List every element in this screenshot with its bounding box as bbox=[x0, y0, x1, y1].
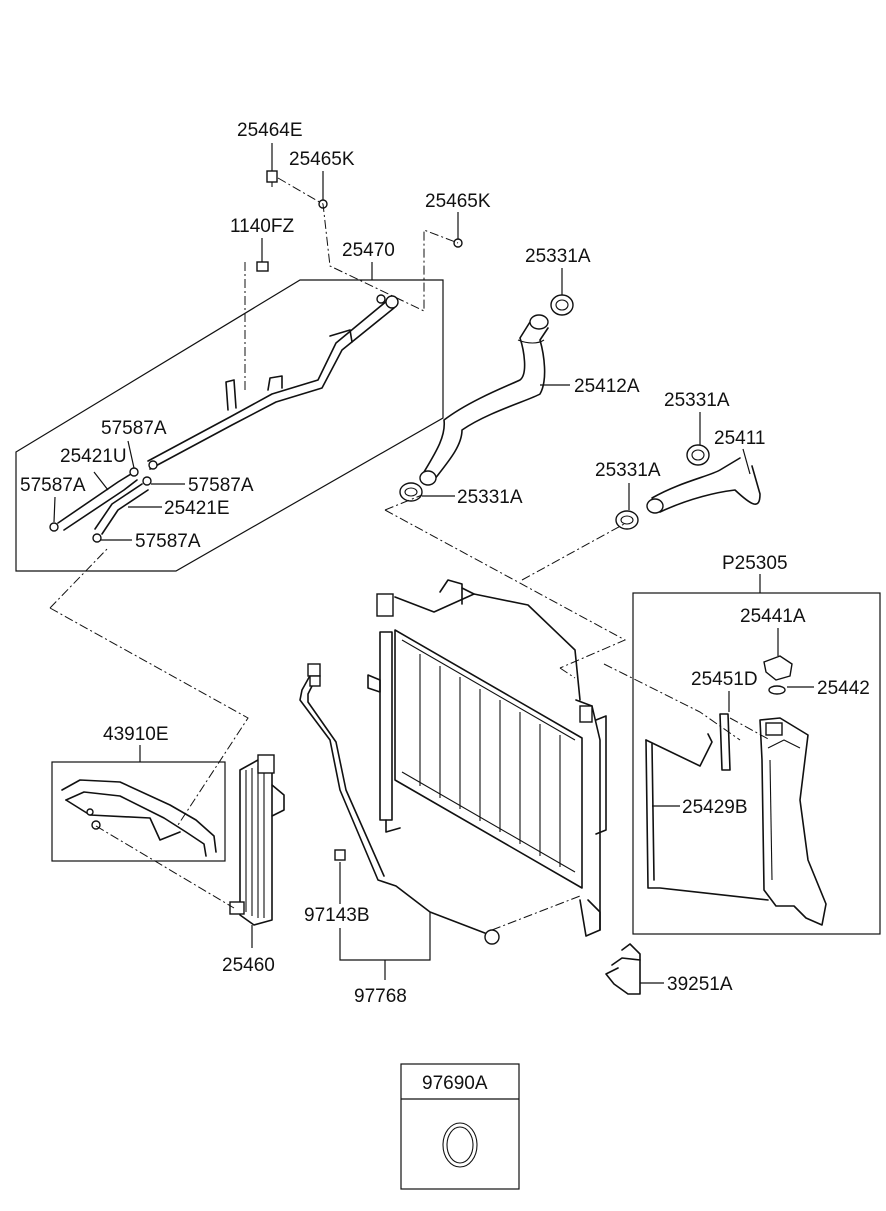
label-57587A-2: 57587A bbox=[20, 475, 86, 496]
hose-25421U bbox=[49, 467, 139, 532]
oil-cooler-hose bbox=[61, 779, 217, 857]
label-25421E: 25421E bbox=[164, 498, 230, 519]
reservoir-cap-icon bbox=[763, 655, 793, 681]
label-97768: 97768 bbox=[354, 986, 407, 1007]
label-P25305: P25305 bbox=[722, 553, 788, 574]
label-25451D: 25451D bbox=[691, 669, 758, 690]
bracket-39251A bbox=[605, 943, 641, 995]
hose-25421E bbox=[92, 476, 152, 543]
label-43910E: 43910E bbox=[103, 724, 169, 745]
callout-labels: 25464E 25465K 25465K 1140FZ 25470 25331A… bbox=[20, 120, 870, 1094]
label-57587A-1: 57587A bbox=[101, 418, 167, 439]
clamp-25331A-right-icon bbox=[615, 510, 639, 530]
bolt-25464E-icon bbox=[266, 170, 278, 187]
hose-assembly-box bbox=[15, 279, 444, 572]
label-97690A: 97690A bbox=[422, 1073, 488, 1094]
radiator-hose-lower bbox=[646, 457, 761, 514]
label-25441A: 25441A bbox=[740, 606, 806, 627]
oil-cooler-pipe-assembly bbox=[147, 294, 399, 470]
label-25470: 25470 bbox=[342, 240, 395, 261]
label-39251A: 39251A bbox=[667, 974, 733, 995]
cooler-hose-box bbox=[51, 761, 226, 862]
seal-kit-box bbox=[400, 1063, 520, 1190]
label-57587A-3: 57587A bbox=[188, 475, 254, 496]
label-25464E: 25464E bbox=[237, 120, 303, 141]
label-25465K-b: 25465K bbox=[425, 191, 491, 212]
label-25465K-a: 25465K bbox=[289, 149, 355, 170]
leader-lines bbox=[53, 143, 814, 984]
clamp-25331A-top-icon bbox=[550, 294, 574, 316]
label-25460: 25460 bbox=[222, 955, 275, 976]
oil-cooler bbox=[229, 754, 285, 926]
overflow-hose bbox=[645, 713, 769, 901]
clamp-25331A-mid-icon bbox=[686, 444, 710, 466]
label-1140FZ: 1140FZ bbox=[230, 216, 294, 237]
cap-seal-icon bbox=[768, 685, 786, 695]
label-25331A-top: 25331A bbox=[525, 246, 591, 267]
label-25411: 25411 bbox=[714, 428, 765, 449]
label-97143B: 97143B bbox=[304, 905, 370, 926]
coolant-reservoir bbox=[759, 717, 827, 926]
label-25331A-low: 25331A bbox=[457, 487, 523, 508]
radiator-assembly bbox=[367, 579, 607, 937]
label-25421U: 25421U bbox=[60, 446, 127, 467]
bolt-1140FZ-icon bbox=[256, 261, 269, 272]
label-25442: 25442 bbox=[817, 678, 870, 699]
clamp-25331A-left-icon bbox=[399, 482, 423, 502]
condenser-line bbox=[299, 663, 500, 945]
label-25429B: 25429B bbox=[682, 797, 748, 818]
label-25331A-right: 25331A bbox=[664, 390, 730, 411]
seal-ring-icon bbox=[442, 1122, 478, 1168]
label-25412A: 25412A bbox=[574, 376, 640, 397]
radiator-hose-upper bbox=[419, 314, 549, 486]
label-57587A-4: 57587A bbox=[135, 531, 201, 552]
reservoir-assembly-box bbox=[632, 592, 881, 935]
label-25331A-mid: 25331A bbox=[595, 460, 661, 481]
